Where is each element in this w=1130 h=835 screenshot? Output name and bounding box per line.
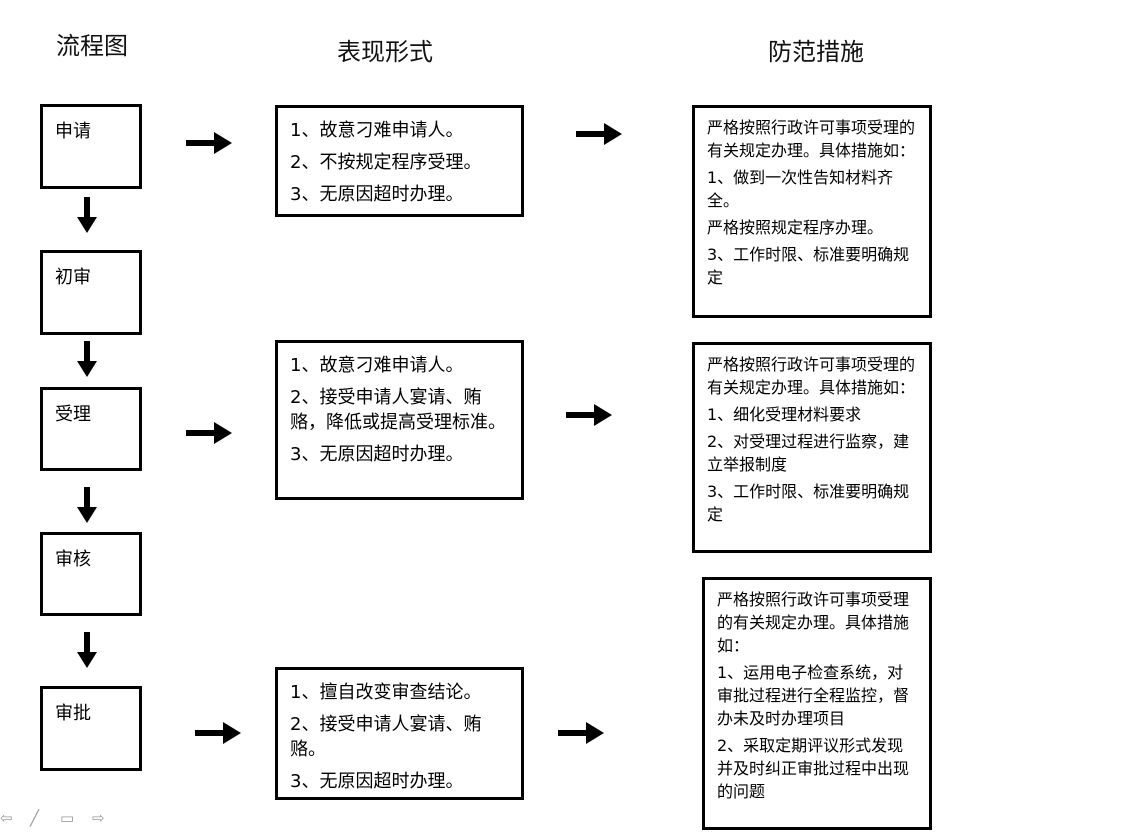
step-box-approval: 审批 [40, 686, 142, 771]
arrow-right-icon [566, 404, 612, 426]
manifestation-item: 1、故意刁难申请人。 [290, 355, 464, 376]
measure-item: 严格按照行政许可事项受理的有关规定办理。具体措施如： [707, 118, 916, 160]
manifestation-item: 1、擅自改变审查结论。 [290, 682, 482, 703]
next-icon[interactable]: ⇨ [92, 809, 105, 827]
measure-item: 1、做到一次性告知材料齐全。 [707, 168, 894, 210]
manifestation-item: 3、无原因超时办理。 [290, 771, 464, 792]
measure-item: 严格按照行政许可事项受理的有关规定办理。具体措施如： [707, 355, 916, 397]
manifestation-item: 2、接受申请人宴请、贿赂。 [290, 714, 482, 760]
measure-box-apply: 严格按照行政许可事项受理的有关规定办理。具体措施如： 1、做到一次性告知材料齐全… [692, 105, 932, 318]
header-flowchart: 流程图 [56, 32, 128, 60]
step-label: 受理 [55, 404, 91, 425]
manifestation-item: 3、无原因超时办理。 [290, 444, 464, 465]
measure-box-acceptance: 严格按照行政许可事项受理的有关规定办理。具体措施如： 1、细化受理材料要求 2、… [692, 342, 932, 553]
manifestation-box-apply: 1、故意刁难申请人。 2、不按规定程序受理。 3、无原因超时办理。 [275, 105, 524, 217]
step-label: 审核 [55, 549, 91, 570]
arrow-right-icon [576, 123, 622, 145]
measure-item: 1、细化受理材料要求 [707, 405, 862, 424]
step-label: 申请 [55, 121, 91, 142]
manifestation-item: 2、接受申请人宴请、贿赂，降低或提高受理标准。 [290, 387, 506, 433]
measure-item: 3、工作时限、标准要明确规定 [707, 245, 910, 287]
manifestation-item: 2、不按规定程序受理。 [290, 152, 482, 173]
step-box-audit: 审核 [40, 532, 142, 616]
arrow-down-icon [77, 632, 97, 668]
measure-box-approval: 严格按照行政许可事项受理的有关规定办理。具体措施如： 1、运用电子检查系统，对审… [702, 577, 932, 830]
step-box-apply: 申请 [40, 104, 142, 189]
measure-item: 1、运用电子检查系统，对审批过程进行全程监控，督办未及时办理项目 [717, 663, 910, 728]
header-manifestation: 表现形式 [337, 38, 433, 66]
step-box-acceptance: 受理 [40, 387, 142, 471]
pen-icon[interactable]: ╱ [30, 809, 40, 827]
measure-item: 严格按照规定程序办理。 [707, 218, 884, 237]
arrow-down-icon [77, 341, 97, 377]
arrow-down-icon [77, 197, 97, 233]
arrow-right-icon [558, 722, 604, 744]
manifestation-box-acceptance: 1、故意刁难申请人。 2、接受申请人宴请、贿赂，降低或提高受理标准。 3、无原因… [275, 340, 524, 500]
arrow-right-icon [195, 722, 241, 744]
measure-item: 3、工作时限、标准要明确规定 [707, 482, 910, 524]
arrow-right-icon [186, 132, 232, 154]
manifestation-item: 3、无原因超时办理。 [290, 184, 464, 205]
measure-item: 2、对受理过程进行监察，建立举报制度 [707, 432, 910, 474]
manifestation-item: 1、故意刁难申请人。 [290, 120, 464, 141]
step-label: 审批 [55, 703, 91, 724]
arrow-down-icon [77, 487, 97, 523]
measure-item: 严格按照行政许可事项受理的有关规定办理。具体措施如： [717, 590, 910, 655]
header-prevention: 防范措施 [768, 38, 864, 66]
manifestation-box-approval: 1、擅自改变审查结论。 2、接受申请人宴请、贿赂。 3、无原因超时办理。 [275, 667, 524, 800]
measure-item: 2、采取定期评议形式发现并及时纠正审批过程中出现的问题 [717, 736, 910, 801]
menu-icon[interactable]: ▭ [60, 809, 75, 827]
step-box-initial-review: 初审 [40, 250, 142, 335]
arrow-right-icon [186, 422, 232, 444]
slideshow-toolbar: ⇦ ╱ ▭ ⇨ [0, 806, 130, 832]
previous-icon[interactable]: ⇦ [0, 809, 13, 827]
step-label: 初审 [55, 267, 91, 288]
